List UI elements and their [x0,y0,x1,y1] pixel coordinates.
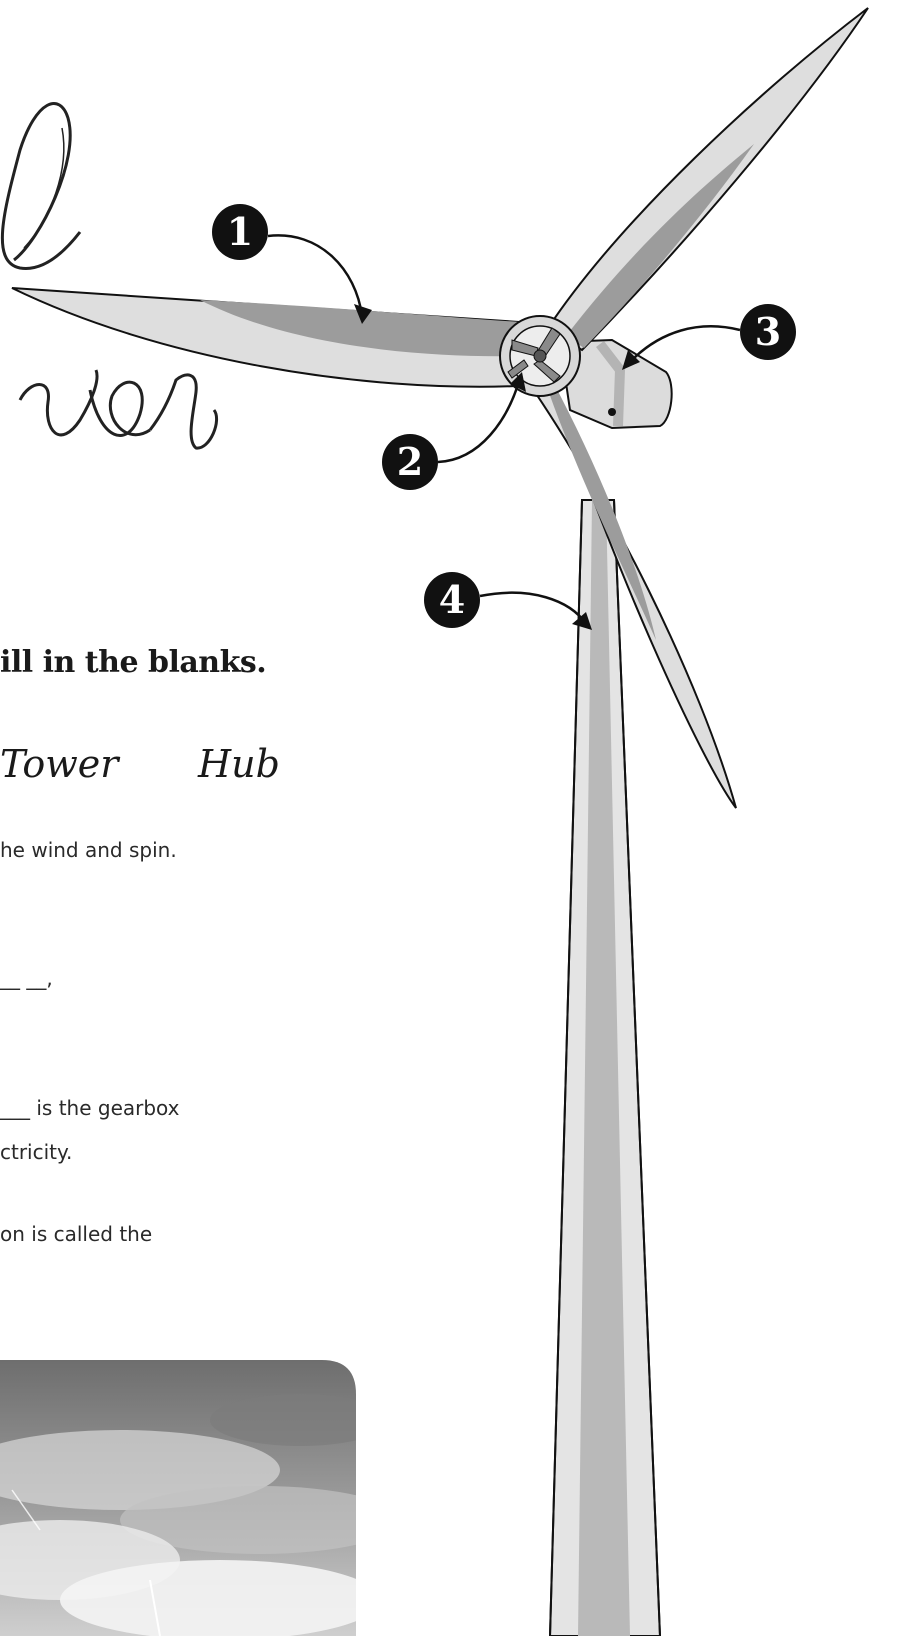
title-letter-bottom: wer [0,0,1,1]
word-bank-tower: Tower [0,742,118,786]
worksheet-heading: ill in the blanks. [0,645,266,680]
label-number-4: 4 [424,572,480,628]
blade-left [12,288,520,387]
tower [550,500,660,1636]
arrow-4 [480,593,586,624]
label-number-2: 2 [382,434,438,490]
label-number-3: 3 [740,304,796,360]
pointer-arrows [268,235,740,624]
question-line-2: __ __, [0,966,53,990]
blade-lower [524,376,736,808]
question-line-3: ___ is the gearbox [0,1096,180,1120]
question-line-4: ctricity. [0,1140,72,1164]
question-line-5: on is called the [0,1222,152,1246]
blade-upper-right [548,8,868,350]
question-line-1: he wind and spin. [0,838,177,862]
word-bank: Tower Hub [0,742,300,786]
word-bank-hub: Hub [198,742,280,786]
arrow-1 [268,235,362,316]
photo-thumbnail [0,1360,400,1636]
title-outline-letters [2,104,216,449]
label-number-1: 1 [212,204,268,260]
arrow-2 [438,378,520,462]
